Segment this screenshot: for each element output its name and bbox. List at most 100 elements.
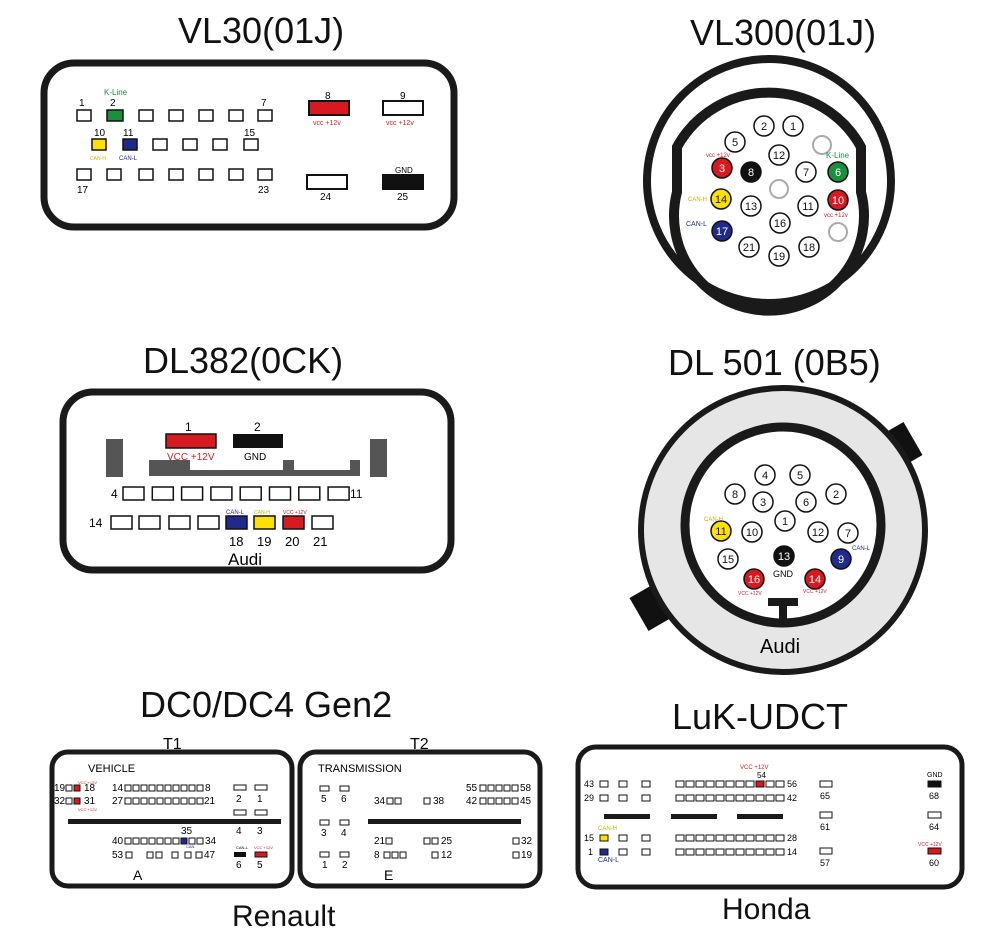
dl382-pin (151, 486, 175, 501)
dl501-pin-label-3: 3 (760, 497, 766, 509)
vl300-pin-19 (768, 245, 790, 267)
dc0-num: 6 (341, 794, 347, 805)
dl382-pin (197, 515, 220, 530)
luk-num: 1 (588, 847, 593, 857)
vl30-vcc8-label: vcc +12v (313, 120, 341, 127)
vl30-pin (228, 109, 244, 122)
luk-pin (819, 811, 833, 819)
dc0-pin (385, 837, 393, 845)
dc0-num: 1 (322, 860, 328, 871)
luk-pin (675, 848, 685, 856)
dc0-num: 42 (466, 796, 478, 807)
dc0-pin (140, 797, 148, 805)
dl501-pin-6 (795, 491, 817, 513)
dl382-canh-label: CAN-H (254, 510, 270, 516)
vl30-num-23: 23 (258, 185, 270, 196)
luk-pin (765, 794, 775, 802)
luk-pin (715, 834, 725, 842)
dc0-can2-label: CAN-L (236, 845, 249, 850)
dc0-pin (188, 784, 196, 792)
dl382-key (149, 460, 360, 476)
dl382-guide-left (106, 439, 123, 477)
dl382-num-11: 11 (350, 487, 363, 501)
dc0-pin (132, 784, 140, 792)
dl501-pin-11 (710, 520, 732, 542)
dc0-num: 25 (441, 836, 453, 847)
luk-pin (927, 780, 942, 788)
dl382-connector: 1 2 VCC +12V GND 4 11 14 CAN-L CAN-H VCC… (59, 388, 455, 574)
vl30-num-9: 9 (400, 91, 406, 102)
luk-pin (735, 780, 745, 788)
dc0-num: 14 (112, 783, 124, 794)
luk-pin (735, 834, 745, 842)
dc0-pin (164, 797, 172, 805)
luk-pin (675, 834, 685, 842)
dc0-pin (65, 797, 73, 805)
dc0-e-label: E (384, 867, 393, 883)
dc0-num: 55 (466, 783, 478, 794)
dl382-pin (180, 486, 204, 501)
vl300-vcc10-label: vcc +12v (824, 213, 848, 219)
luk-pin (735, 848, 745, 856)
dc0-pin (487, 797, 495, 805)
dl382-num-2: 2 (254, 420, 261, 434)
vl300-pin-label-17: 17 (716, 226, 728, 238)
luk-pin (641, 794, 651, 802)
vl30-pin (138, 109, 154, 122)
vl30-pin (168, 109, 184, 122)
vl30-pin-9 (382, 100, 424, 116)
dc0-num: 19 (54, 783, 66, 794)
luk-num: 28 (787, 833, 797, 843)
dl382-pin (110, 515, 133, 530)
dc0-vehicle-label: VEHICLE (88, 763, 135, 775)
vl30-vcc9-label: vcc +12v (386, 120, 414, 127)
luk-pin (775, 834, 785, 842)
luk-pin (695, 794, 705, 802)
dc0-num: 1 (257, 794, 263, 805)
dc0-pin (148, 797, 156, 805)
dc0-pin (132, 797, 140, 805)
vl30-housing (40, 59, 458, 231)
vl300-pin-label-11: 11 (802, 201, 813, 213)
dc0-num: 21 (374, 836, 386, 847)
dl382-pin (122, 486, 145, 501)
luk-pin (745, 780, 755, 788)
dl382-pin (311, 515, 334, 530)
vl300-pin-2 (753, 115, 775, 137)
vl30-pin (106, 168, 122, 181)
dc0-pin (487, 784, 495, 792)
dc0-t1-divider (68, 819, 281, 824)
dc0-a-label: A (133, 867, 143, 883)
dc0-pin (146, 851, 154, 859)
vl30-pin-15 (243, 138, 259, 151)
vl30-num-24: 24 (320, 192, 332, 203)
luk-pin (695, 780, 705, 788)
dc0-pin (180, 797, 188, 805)
dc0-pin (132, 837, 140, 845)
dc0-t2-housing (297, 749, 543, 889)
dc0-num: 8 (205, 783, 211, 794)
luk-num: 54 (757, 771, 766, 780)
dc0-pin (73, 797, 81, 805)
dl501-vcc16-label: VCC +12V (738, 591, 762, 597)
vl30-gnd-label: GND (395, 166, 413, 175)
vl300-inner-shell (669, 87, 869, 316)
vl30-pin (182, 138, 198, 151)
vl30-pin-8 (308, 100, 350, 116)
dl382-pin-1 (165, 433, 217, 449)
dc0-pin (196, 797, 204, 805)
vl30-num-25: 25 (397, 192, 409, 203)
dc0-pin (180, 784, 188, 792)
luk-num: 56 (787, 779, 797, 789)
luk-pin (745, 834, 755, 842)
dl501-pin-label-15: 15 (722, 554, 734, 566)
vl30-pin (152, 138, 168, 151)
vl300-pin-13 (740, 195, 762, 217)
dl382-guide-right (370, 439, 387, 477)
dl382-pin (239, 486, 262, 501)
dc0-t1-label: T1 (163, 736, 182, 753)
vl30-pin-10 (91, 138, 107, 151)
luk-num: 14 (787, 847, 797, 857)
dl382-num-4: 4 (111, 487, 118, 501)
vl300-pin-label-12: 12 (773, 150, 785, 162)
